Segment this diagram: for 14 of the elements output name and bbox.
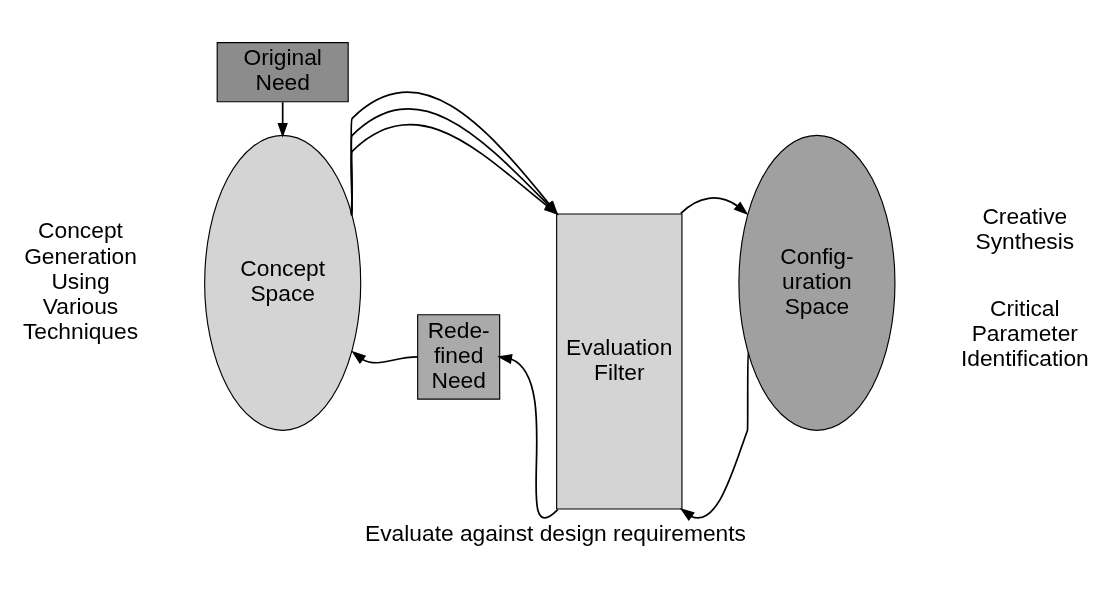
arrow: [497, 353, 559, 518]
caption: Evaluate against design requirements: [365, 519, 746, 546]
node-ellipse: Config- uration Space: [738, 134, 896, 431]
node-box: Original Need: [216, 41, 349, 102]
arrow: [679, 351, 750, 521]
label: Concept Generation Using Various Techniques: [22, 216, 139, 344]
arrow: [679, 196, 749, 215]
node-ellipse: Concept Space: [204, 134, 362, 431]
arrow: [277, 100, 288, 138]
label: Creative Synthesis: [975, 202, 1075, 254]
label: Critical Parameter Identification: [960, 294, 1089, 371]
node-box: Evaluation Filter: [556, 212, 683, 510]
arrow: [351, 350, 419, 364]
node-box: Rede- fined Need: [417, 313, 501, 400]
